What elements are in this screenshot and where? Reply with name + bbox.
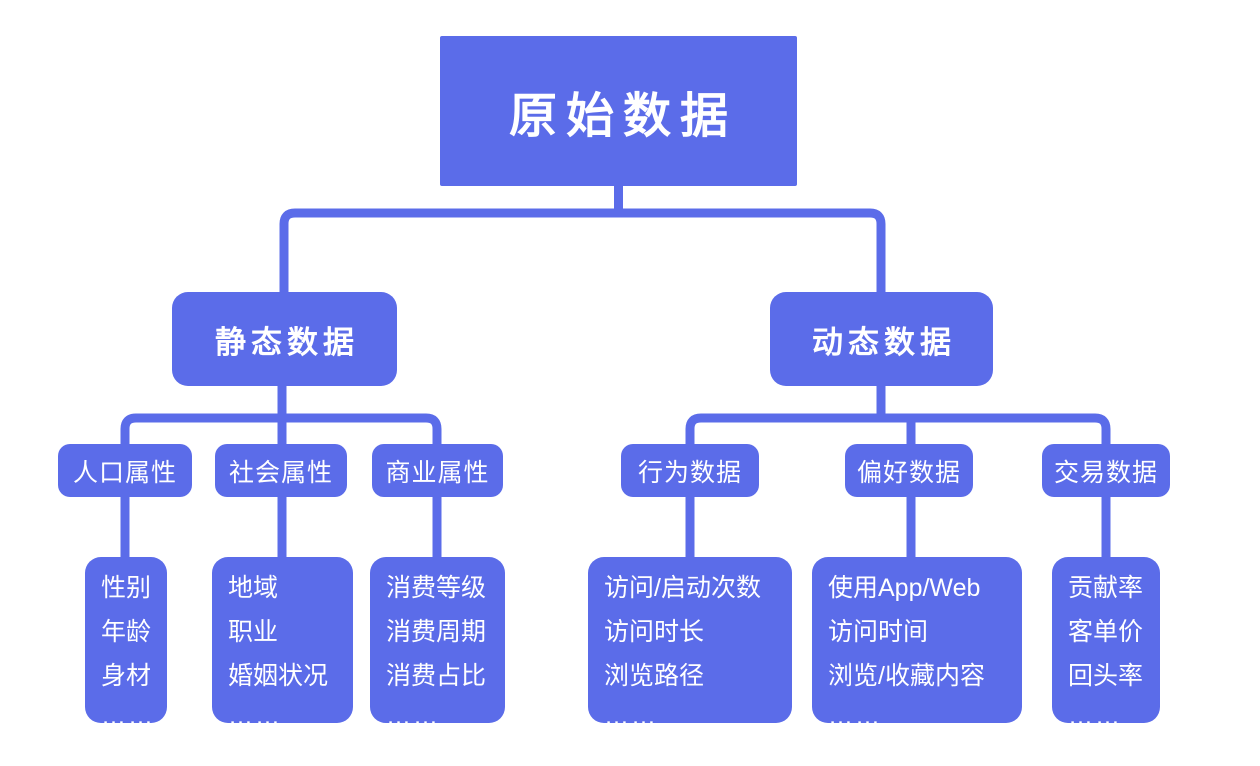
leaf-item: 浏览/收藏内容: [828, 662, 985, 690]
connector-dynamic-bracket: [685, 413, 1111, 444]
leaf-item: 年龄: [101, 618, 152, 646]
connector-level2-bracket: [279, 208, 886, 292]
leaf-item: 性别: [101, 574, 152, 602]
node-raw-data: 原始数据: [440, 36, 797, 186]
leaf-business-items: 消费等级 消费周期 消费占比 ……: [370, 557, 505, 723]
leaf-item: 身材: [101, 662, 152, 690]
leaf-item: 使用App/Web: [828, 574, 981, 602]
leaf-item-ellipsis: ……: [828, 702, 882, 723]
leaf-item: 消费等级: [386, 574, 487, 602]
node-static-data: 静态数据: [172, 292, 397, 386]
leaf-item: 客单价: [1068, 618, 1144, 646]
leaf-item-ellipsis: ……: [604, 702, 658, 723]
leaf-item: 访问时间: [828, 618, 929, 646]
node-demographic-attributes: 人口属性: [58, 444, 192, 497]
leaf-item: 浏览路径: [604, 662, 705, 690]
leaf-item-ellipsis: ……: [228, 702, 282, 723]
connector-static-bracket: [120, 413, 442, 444]
node-preference-data: 偏好数据: [845, 444, 973, 497]
leaf-item-ellipsis: ……: [101, 702, 155, 723]
connector-leaf-drops: [120, 497, 1111, 557]
leaf-item: 婚姻状况: [228, 662, 329, 690]
node-behavior-data: 行为数据: [621, 444, 759, 497]
leaf-social-items: 地域 职业 婚姻状况 ……: [212, 557, 353, 723]
leaf-item: 回头率: [1068, 662, 1144, 690]
leaf-preference-items: 使用App/Web 访问时间 浏览/收藏内容 ……: [812, 557, 1022, 723]
leaf-behavior-items: 访问/启动次数 访问时长 浏览路径 ……: [588, 557, 792, 723]
node-business-attributes: 商业属性: [372, 444, 503, 497]
leaf-item: 地域: [228, 574, 279, 602]
leaf-item: 职业: [228, 618, 279, 646]
node-dynamic-data: 动态数据: [770, 292, 993, 386]
leaf-item: 消费占比: [386, 662, 487, 690]
leaf-demographic-items: 性别 年龄 身材 ……: [85, 557, 167, 723]
leaf-item: 访问时长: [604, 618, 705, 646]
leaf-transaction-items: 贡献率 客单价 回头率 ……: [1052, 557, 1160, 723]
leaf-item: 访问/启动次数: [604, 574, 761, 602]
leaf-item: 贡献率: [1068, 574, 1144, 602]
node-social-attributes: 社会属性: [215, 444, 347, 497]
leaf-item-ellipsis: ……: [1068, 702, 1122, 723]
leaf-item: 消费周期: [386, 618, 487, 646]
leaf-item-ellipsis: ……: [386, 702, 440, 723]
node-transaction-data: 交易数据: [1042, 444, 1170, 497]
